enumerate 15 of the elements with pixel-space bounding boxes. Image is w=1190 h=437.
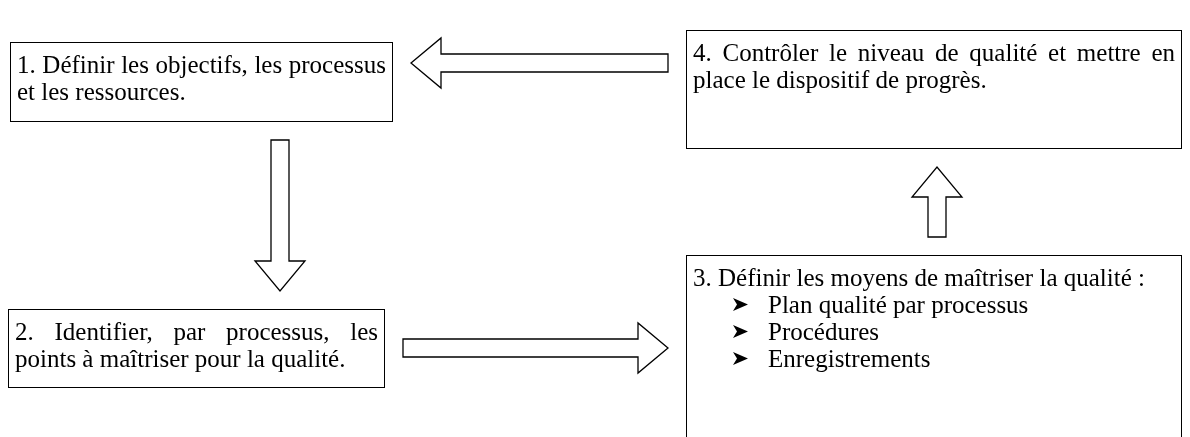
process-box [8,309,385,388]
block-arrow [253,139,307,292]
step-text: 2. Identifier, par processus, les points à maîtriser pour la qualité. [15,318,378,372]
block-arrow [402,321,669,375]
process-box [10,42,393,122]
process-box [686,30,1182,149]
list-item: Procédures [768,318,880,345]
list-item: Enregistrements [768,345,931,372]
block-arrow [910,166,964,238]
step-text: 1. Définir les objectifs, les processus et les ressources. [17,51,386,105]
step-text: 4. Contrôler le niveau de qualité et mettre en place le dispositif de progrès. [693,39,1175,93]
list-item: Plan qualité par processus [768,291,1029,318]
step-text: 3. Définir les moyens de maîtriser la qualité : [693,264,1146,291]
block-arrow [410,36,669,90]
process-box [686,255,1182,437]
